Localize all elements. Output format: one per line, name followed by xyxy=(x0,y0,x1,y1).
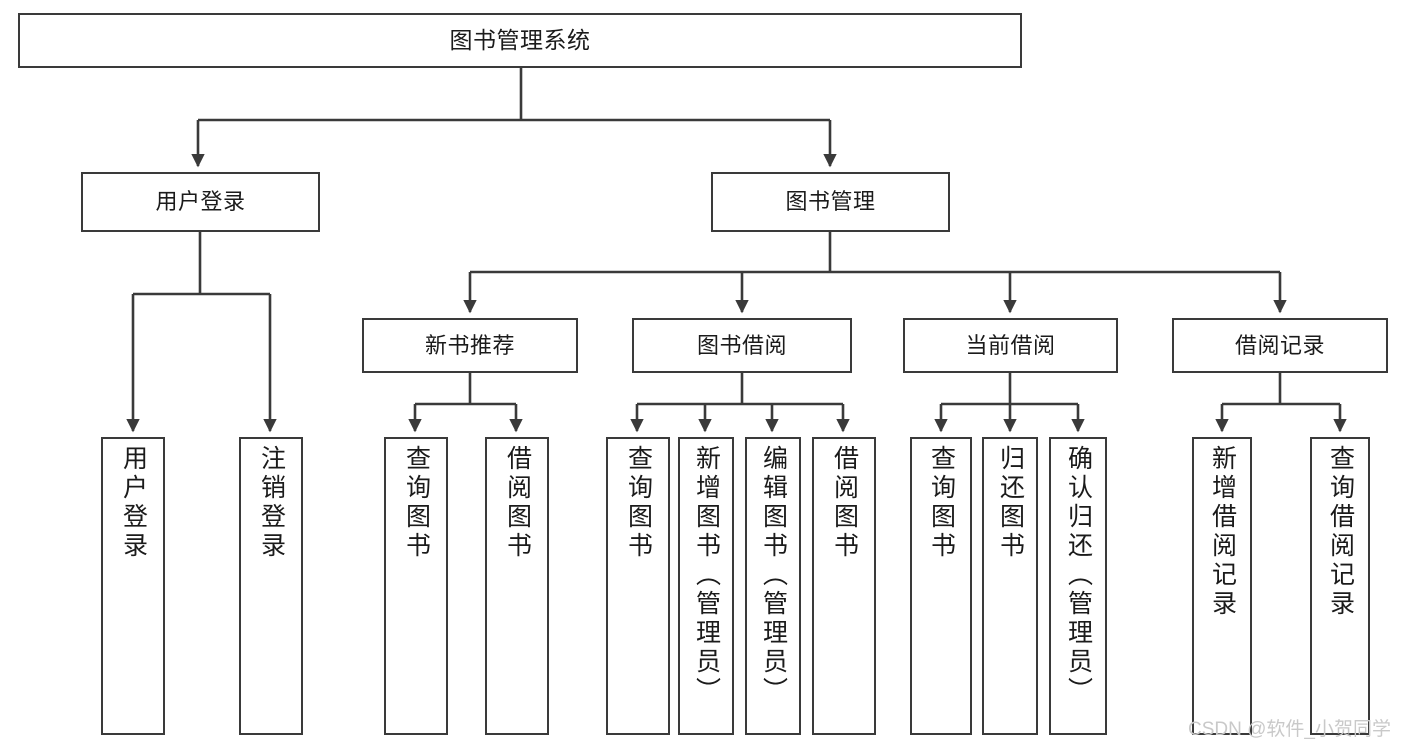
node-leaf-user-login[interactable]: 用户登录 xyxy=(101,437,165,735)
node-leaf-edit-book-admin[interactable]: 编辑图书（管理员） xyxy=(745,437,801,735)
node-label: 查询图书 xyxy=(402,445,431,561)
node-label: 查询图书 xyxy=(927,445,956,561)
node-leaf-user-logout[interactable]: 注销登录 xyxy=(239,437,303,735)
node-label: 当前借阅 xyxy=(965,332,1056,358)
node-leaf-borrow-book[interactable]: 借阅图书 xyxy=(812,437,876,735)
node-label: 图书管理 xyxy=(785,189,876,215)
node-leaf-query-borrow-record[interactable]: 查询借阅记录 xyxy=(1310,437,1370,735)
node-leaf-return-book[interactable]: 归还图书 xyxy=(982,437,1038,735)
node-label: 新书推荐 xyxy=(424,332,515,358)
node-label: 注销登录 xyxy=(257,445,286,561)
node-label: 确认归还（管理员） xyxy=(1064,445,1093,706)
node-label: 查询借阅记录 xyxy=(1326,445,1355,619)
node-label: 借阅图书 xyxy=(830,445,859,561)
node-label: 新增借阅记录 xyxy=(1208,445,1237,619)
node-leaf-add-book-admin[interactable]: 新增图书（管理员） xyxy=(678,437,734,735)
node-leaf-query-book-borrow[interactable]: 查询图书 xyxy=(606,437,670,735)
node-current-borrowing[interactable]: 当前借阅 xyxy=(903,318,1118,373)
node-label: 编辑图书（管理员） xyxy=(759,445,788,706)
node-borrowing-record[interactable]: 借阅记录 xyxy=(1172,318,1388,373)
node-leaf-query-book-current[interactable]: 查询图书 xyxy=(910,437,972,735)
node-label: 借阅图书 xyxy=(503,445,532,561)
node-label: 图书借阅 xyxy=(696,332,787,358)
node-book-borrowing[interactable]: 图书借阅 xyxy=(632,318,852,373)
node-book-management[interactable]: 图书管理 xyxy=(711,172,950,232)
node-leaf-query-book-new[interactable]: 查询图书 xyxy=(384,437,448,735)
node-label: 归还图书 xyxy=(996,445,1025,561)
node-leaf-confirm-return-admin[interactable]: 确认归还（管理员） xyxy=(1049,437,1107,735)
node-label: 用户登录 xyxy=(155,189,246,215)
node-leaf-borrow-book-new[interactable]: 借阅图书 xyxy=(485,437,549,735)
node-leaf-add-borrow-record[interactable]: 新增借阅记录 xyxy=(1192,437,1252,735)
node-label: 用户登录 xyxy=(119,445,148,561)
csdn-watermark: CSDN @软件_小贺同学 xyxy=(1188,719,1391,740)
node-label: 借阅记录 xyxy=(1234,332,1325,358)
node-label: 查询图书 xyxy=(624,445,653,561)
node-user-login[interactable]: 用户登录 xyxy=(81,172,320,232)
node-root-book-management-system[interactable]: 图书管理系统 xyxy=(18,13,1022,68)
node-new-book-recommendation[interactable]: 新书推荐 xyxy=(362,318,578,373)
node-label: 新增图书（管理员） xyxy=(692,445,721,706)
node-label: 图书管理系统 xyxy=(449,26,591,53)
